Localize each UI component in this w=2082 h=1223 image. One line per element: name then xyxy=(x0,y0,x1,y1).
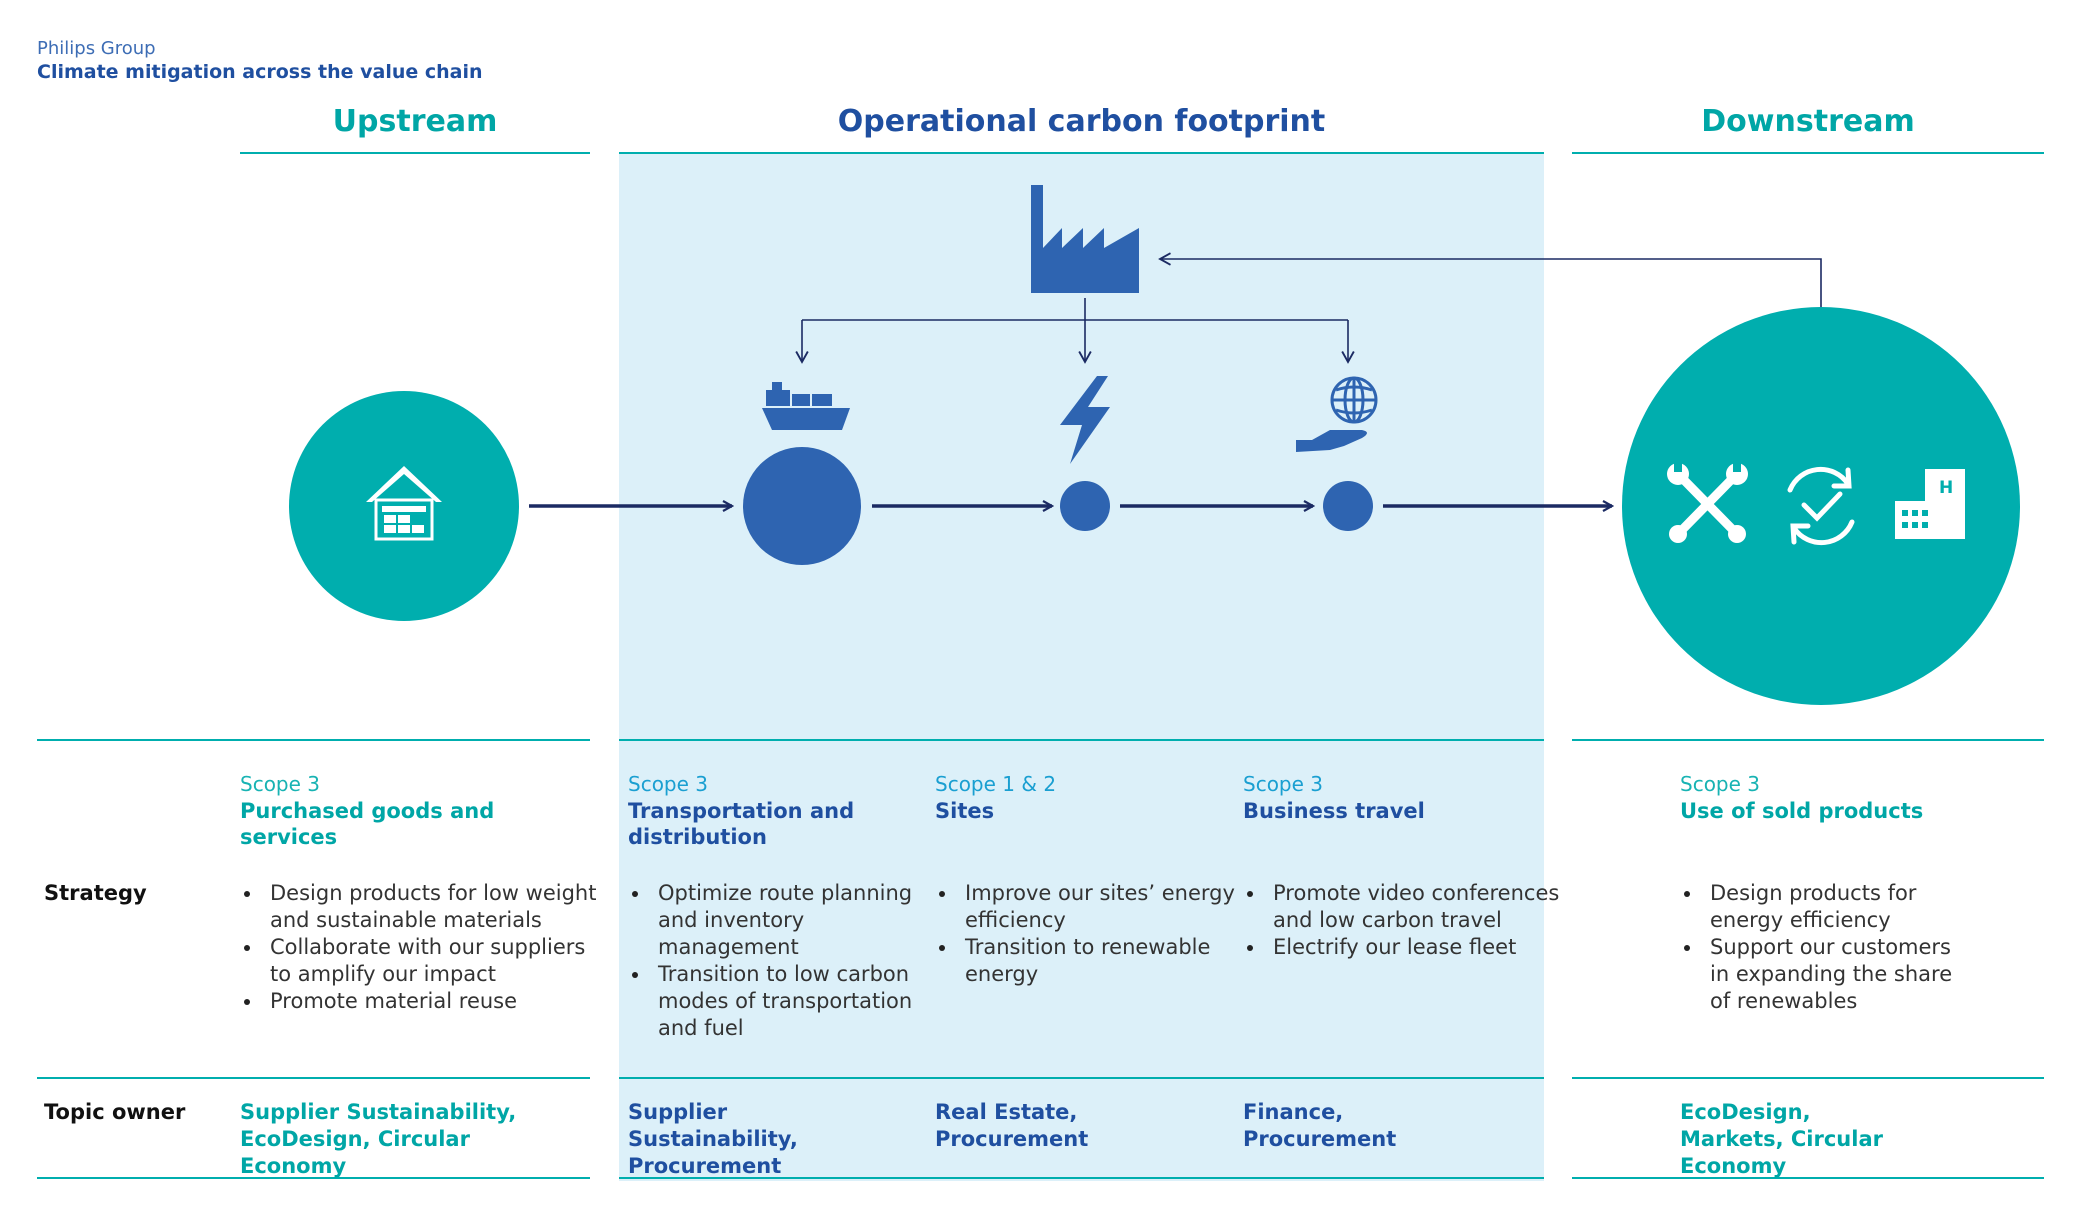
strategy-item: Promote material reuse xyxy=(244,988,610,1015)
transport-node xyxy=(743,447,861,565)
row-rule-3b xyxy=(619,1177,1544,1179)
strategy-list-travel: Promote video conferences and low carbon… xyxy=(1243,880,1573,961)
strategy-item: Promote video conferences and low carbon… xyxy=(1247,880,1573,934)
svg-text:H: H xyxy=(1939,478,1953,498)
strategy-item: Design products for energy efficiency xyxy=(1684,880,1970,934)
value-chain-diagram: H xyxy=(289,185,2020,705)
category-upstream: Purchased goods and services xyxy=(240,799,495,849)
row-rule-2a xyxy=(37,1077,590,1079)
strategy-list-upstream: Design products for low weight and susta… xyxy=(240,880,610,1015)
row-rule-3a xyxy=(37,1177,590,1179)
strategy-item: Support our customers in expanding the s… xyxy=(1684,934,1970,1015)
upstream-rule xyxy=(240,152,590,154)
strategy-list-sites: Improve our sites’ energy efficiency Tra… xyxy=(935,880,1245,988)
owner-sites: Real Estate, Procurement xyxy=(935,1100,1089,1151)
scope-label-transport: Scope 3 xyxy=(628,772,709,796)
strategy-item: Transition to renewable energy xyxy=(939,934,1245,988)
scope-label-downstream: Scope 3 xyxy=(1680,772,1761,796)
operational-background xyxy=(619,153,1544,1181)
row-rule-1b xyxy=(619,739,1544,741)
strategy-item: Transition to low carbon modes of transp… xyxy=(632,961,928,1042)
lightning-icon xyxy=(1060,376,1110,464)
row-label-strategy: Strategy xyxy=(44,881,147,905)
company-name: Philips Group xyxy=(37,38,156,59)
row-label-topic-owner: Topic owner xyxy=(44,1100,186,1124)
strategy-list-transport: Optimize route planning and inventory ma… xyxy=(628,880,928,1042)
column-title-upstream: Upstream xyxy=(332,104,498,139)
owner-upstream: Supplier Sustainability, EcoDesign, Circ… xyxy=(240,1100,517,1178)
sites-node xyxy=(1060,481,1110,531)
strategy-item: Design products for low weight and susta… xyxy=(244,880,610,934)
travel-node xyxy=(1323,481,1373,531)
tools-icon xyxy=(1677,473,1738,535)
scope-label-travel: Scope 3 xyxy=(1243,772,1324,796)
scope-label-sites: Scope 1 & 2 xyxy=(935,772,1057,796)
refresh-check-icon xyxy=(1787,466,1855,546)
category-transport: Transportation and distribution xyxy=(628,799,855,849)
strategy-item: Electrify our lease fleet xyxy=(1247,934,1573,961)
hospital-icon: H xyxy=(1895,469,1965,539)
row-rule-3c xyxy=(1572,1177,2044,1179)
owner-downstream: EcoDesign, Markets, Circular Economy xyxy=(1680,1100,1883,1178)
scope-label-upstream: Scope 3 xyxy=(240,772,321,796)
factory-icon xyxy=(1031,185,1139,293)
strategy-list-downstream: Design products for energy efficiency Su… xyxy=(1680,880,1970,1015)
column-title-operational: Operational carbon footprint xyxy=(837,104,1326,139)
row-rule-2b xyxy=(619,1077,1544,1079)
downstream-rule xyxy=(1572,152,2044,154)
category-downstream: Use of sold products xyxy=(1680,799,1924,823)
strategy-item: Collaborate with our suppliers to amplif… xyxy=(244,934,610,988)
globe-airplane-icon xyxy=(1330,376,1378,424)
cargo-ship-icon xyxy=(762,382,850,430)
warehouse-icon xyxy=(366,466,442,541)
operational-rule xyxy=(619,152,1544,154)
column-title-downstream: Downstream xyxy=(1701,104,1915,139)
owner-transport: Supplier Sustainability, Procurement xyxy=(628,1100,798,1178)
page-subtitle: Climate mitigation across the value chai… xyxy=(37,61,483,83)
downstream-circle xyxy=(1622,307,2020,705)
category-sites: Sites xyxy=(935,799,995,823)
owner-travel: Finance, Procurement xyxy=(1243,1100,1397,1151)
strategy-item: Optimize route planning and inventory ma… xyxy=(632,880,928,961)
row-rule-1c xyxy=(1572,739,2044,741)
row-rule-2c xyxy=(1572,1077,2044,1079)
row-rule-1a xyxy=(37,739,590,741)
category-travel: Business travel xyxy=(1243,799,1425,823)
airplane-shape xyxy=(1296,430,1367,452)
tools-icon-details xyxy=(1667,463,1748,543)
strategy-item: Improve our sites’ energy efficiency xyxy=(939,880,1245,934)
